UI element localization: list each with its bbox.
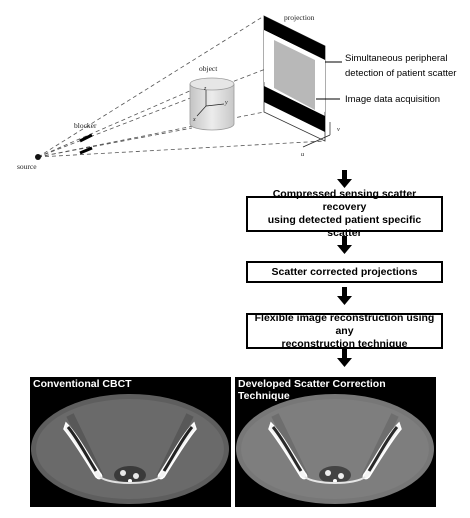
ct-slice-conventional-image <box>31 394 229 504</box>
step-reconstruction-line2: reconstruction technique <box>281 337 408 350</box>
detector-axes <box>302 122 331 148</box>
object-cylinder <box>189 77 235 131</box>
arrow-down-1 <box>337 170 352 188</box>
step-scatter-corrected-label: Scatter corrected projections <box>271 265 418 278</box>
conventional-cbct-title: Conventional CBCT <box>33 378 132 390</box>
step-reconstruction-box: Flexible image reconstruction using any … <box>246 311 443 350</box>
axis-y-label: y <box>224 100 228 106</box>
blocker-label: blocker <box>74 121 97 130</box>
annotation-leaders <box>316 61 342 100</box>
step-reconstruction-line1: Flexible image reconstruction using any <box>254 311 435 337</box>
axis-v-label: v <box>337 126 340 133</box>
step-compressed-sensing-box: Compressed sensing scatter recovery usin… <box>246 188 443 239</box>
axis-x-label: x <box>192 117 196 123</box>
axis-z-label: z <box>203 86 207 92</box>
annotation-acquisition: Image data acquisition <box>345 94 440 105</box>
annotation-scatter-line2: detection of patient scatter <box>345 68 456 79</box>
ct-slice-corrected-image <box>236 394 434 504</box>
ct-panel-corrected: Developed Scatter Correction Technique <box>235 377 436 507</box>
arrow-down-2 <box>337 236 352 254</box>
ct-panel-conventional: Conventional CBCT <box>30 377 231 507</box>
axis-u-label: u <box>301 151 305 158</box>
arrow-down-3 <box>337 287 352 305</box>
annotation-scatter-line1: Simultaneous peripheral <box>345 53 447 64</box>
object-label: object <box>199 64 218 73</box>
step-scatter-corrected-box: Scatter corrected projections <box>246 261 443 283</box>
corrected-technique-title: Developed Scatter Correction Technique <box>238 378 386 402</box>
flow-arrows <box>337 170 352 367</box>
source-label: source <box>17 162 37 171</box>
scatter-blocker <box>79 133 93 155</box>
step-compressed-sensing-line2: using detected patient specific scatter <box>267 214 422 239</box>
x-ray-source <box>35 154 41 160</box>
step-compressed-sensing-line1: Compressed sensing scatter recovery <box>272 188 417 213</box>
projection-detector <box>263 15 326 142</box>
arrow-down-4 <box>337 349 352 367</box>
projection-label: projection <box>284 13 315 22</box>
